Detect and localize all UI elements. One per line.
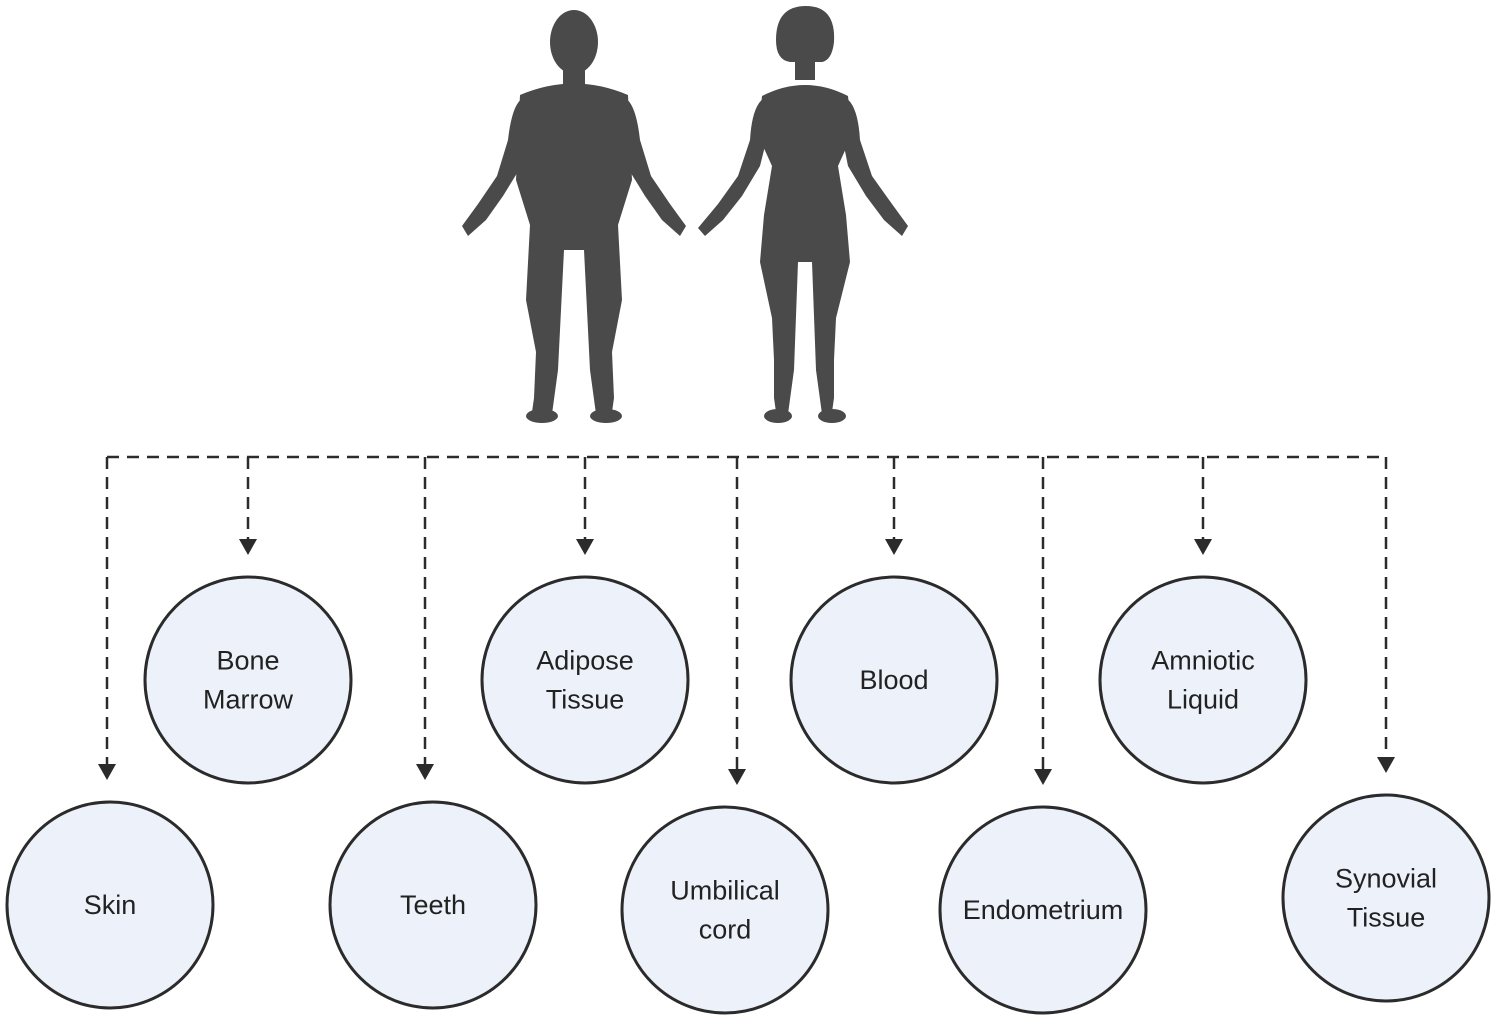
arrow-head-icon (1194, 539, 1212, 555)
arrow-head-icon (728, 769, 746, 785)
node-circle (480, 575, 690, 785)
node-circle (143, 575, 353, 785)
node-label: Bone (216, 646, 279, 676)
male-body-silhouette-icon (462, 10, 686, 423)
node-circle (938, 805, 1148, 1015)
arrow-head-icon (1034, 769, 1052, 785)
node-label: Liquid (1167, 685, 1239, 715)
node-teeth: Teeth (328, 800, 538, 1010)
node-blood: Blood (789, 575, 999, 785)
node-circle (328, 800, 538, 1010)
arrow-head-icon (98, 764, 116, 780)
node-label: Tissue (1347, 903, 1426, 933)
node-circle (1281, 793, 1491, 1003)
arrow-head-icon (576, 539, 594, 555)
node-label: Umbilical (670, 876, 780, 906)
node-label: Blood (859, 665, 928, 695)
node-label: cord (699, 915, 752, 945)
node-label: Adipose (536, 646, 634, 676)
node-circle (620, 805, 830, 1015)
node-circle (789, 575, 999, 785)
node-endometrium: Endometrium (938, 805, 1148, 1015)
connector-lines (98, 455, 1395, 785)
female-body-silhouette-icon (698, 6, 908, 423)
node-label: Marrow (203, 685, 294, 715)
node-label: Tissue (546, 685, 625, 715)
arrow-head-icon (1377, 757, 1395, 773)
node-label: Skin (84, 890, 137, 920)
node-circle (1098, 575, 1308, 785)
node-label: Synovial (1335, 864, 1437, 894)
node-skin: Skin (5, 800, 215, 1010)
node-umbilical-cord: Umbilical cord (620, 805, 830, 1015)
node-label: Teeth (400, 890, 466, 920)
arrow-head-icon (416, 764, 434, 780)
node-circle (5, 800, 215, 1010)
node-label: Endometrium (963, 895, 1124, 925)
arrow-head-icon (239, 539, 257, 555)
node-label: Amniotic (1151, 646, 1255, 676)
arrow-head-icon (885, 539, 903, 555)
tissue-source-nodes: SkinBoneMarrowTeethAdiposeTissueUmbilica… (5, 575, 1491, 1015)
